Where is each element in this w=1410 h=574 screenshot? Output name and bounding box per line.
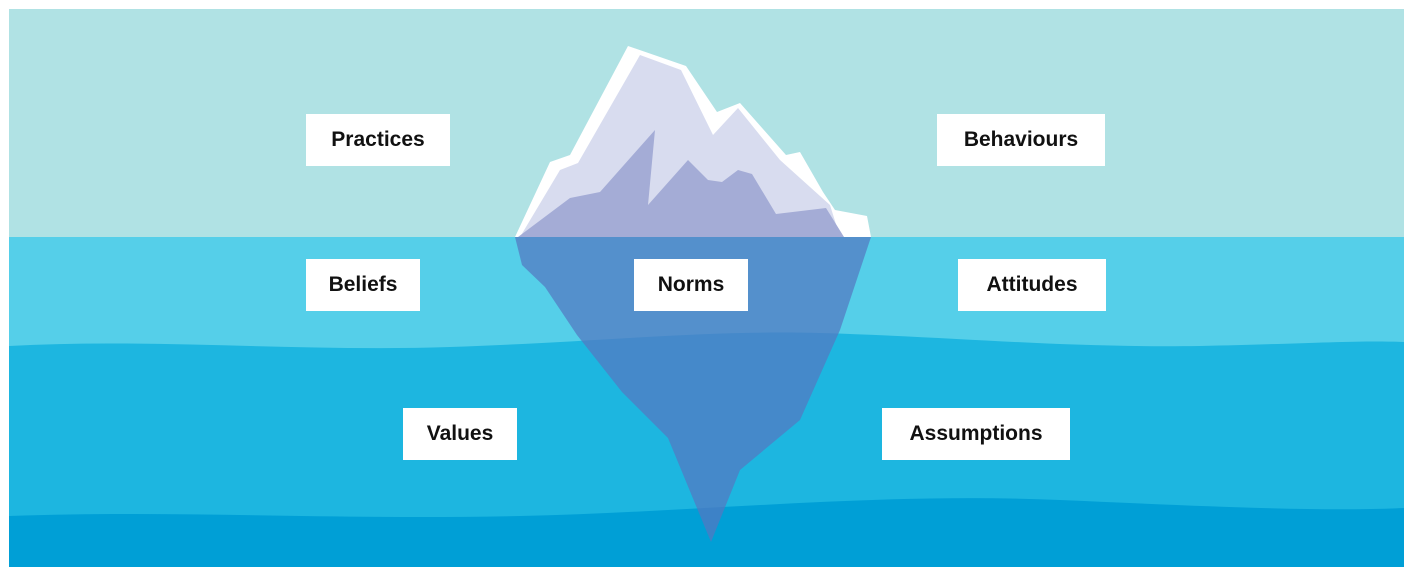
water-deep-band (9, 498, 1404, 567)
label-assumptions-text: Assumptions (909, 422, 1043, 445)
iceberg-underwater (515, 237, 871, 542)
label-behaviours-text: Behaviours (963, 128, 1079, 151)
label-attitudes-text: Attitudes (986, 273, 1078, 296)
label-norms-text: Norms (657, 273, 725, 296)
label-beliefs: Beliefs (306, 259, 420, 311)
label-norms: Norms (634, 259, 748, 311)
label-beliefs-text: Beliefs (328, 273, 398, 296)
label-values: Values (403, 408, 517, 460)
label-practices-text: Practices (331, 128, 425, 151)
label-practices: Practices (306, 114, 450, 166)
label-behaviours: Behaviours (937, 114, 1105, 166)
iceberg-top-shade (518, 130, 844, 237)
label-values-text: Values (426, 422, 494, 445)
label-assumptions: Assumptions (882, 408, 1070, 460)
label-attitudes: Attitudes (958, 259, 1106, 311)
